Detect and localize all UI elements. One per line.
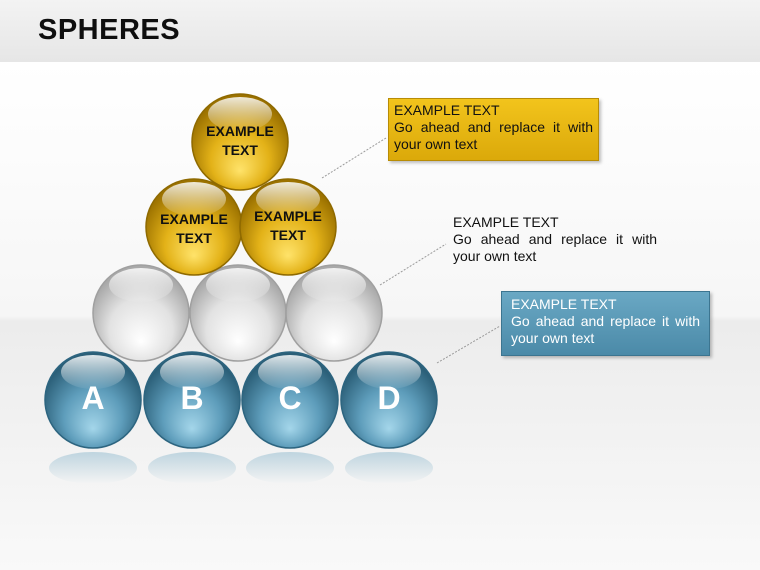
sphere-gold-middle-right: EXAMPLE TEXT bbox=[239, 178, 337, 276]
sphere-silver-3 bbox=[285, 264, 383, 362]
sphere-label-middle-right-line1: EXAMPLE bbox=[254, 208, 322, 224]
connector-line-1 bbox=[321, 137, 387, 179]
connector-line-3 bbox=[436, 325, 501, 364]
sphere-a: A bbox=[44, 351, 142, 449]
callout-gold-title: EXAMPLE TEXT bbox=[394, 102, 500, 118]
callout-teal: EXAMPLE TEXT Go ahead and replace it wit… bbox=[501, 291, 710, 356]
callout-teal-title: EXAMPLE TEXT bbox=[511, 296, 617, 312]
header-band bbox=[0, 0, 760, 62]
callout-plain-title: EXAMPLE TEXT bbox=[453, 214, 559, 230]
sphere-label-top-line2: TEXT bbox=[222, 142, 258, 158]
sphere-letter-b: B bbox=[180, 380, 203, 416]
sphere-label-top-line1: EXAMPLE bbox=[206, 123, 274, 139]
sphere-label-middle-left-line1: EXAMPLE bbox=[160, 211, 228, 227]
sphere-c: C bbox=[241, 351, 339, 449]
callout-gold: EXAMPLE TEXT Go ahead and replace it wit… bbox=[388, 98, 599, 161]
sphere-silver-2 bbox=[189, 264, 287, 362]
sphere-d: D bbox=[340, 351, 438, 449]
callout-plain: EXAMPLE TEXT Go ahead and replace it wit… bbox=[450, 212, 660, 267]
sphere-gold-middle-left: EXAMPLE TEXT bbox=[145, 178, 243, 276]
sphere-label-middle-right-line2: TEXT bbox=[270, 227, 306, 243]
sphere-silver-1 bbox=[92, 264, 190, 362]
callout-gold-body: Go ahead and replace it with your own te… bbox=[394, 119, 593, 152]
slide-title: SPHERES bbox=[38, 14, 181, 46]
callout-plain-body: Go ahead and replace it with your own te… bbox=[453, 231, 657, 264]
sphere-letter-a: A bbox=[81, 380, 104, 416]
connector-line-2 bbox=[379, 243, 447, 286]
sphere-label-middle-left-line2: TEXT bbox=[176, 230, 212, 246]
callout-teal-body: Go ahead and replace it with your own te… bbox=[511, 313, 700, 346]
sphere-reflections bbox=[49, 452, 433, 484]
sphere-gold-top: EXAMPLE TEXT bbox=[191, 93, 289, 191]
sphere-letter-d: D bbox=[377, 380, 400, 416]
sphere-b: B bbox=[143, 351, 241, 449]
sphere-letter-c: C bbox=[278, 380, 301, 416]
